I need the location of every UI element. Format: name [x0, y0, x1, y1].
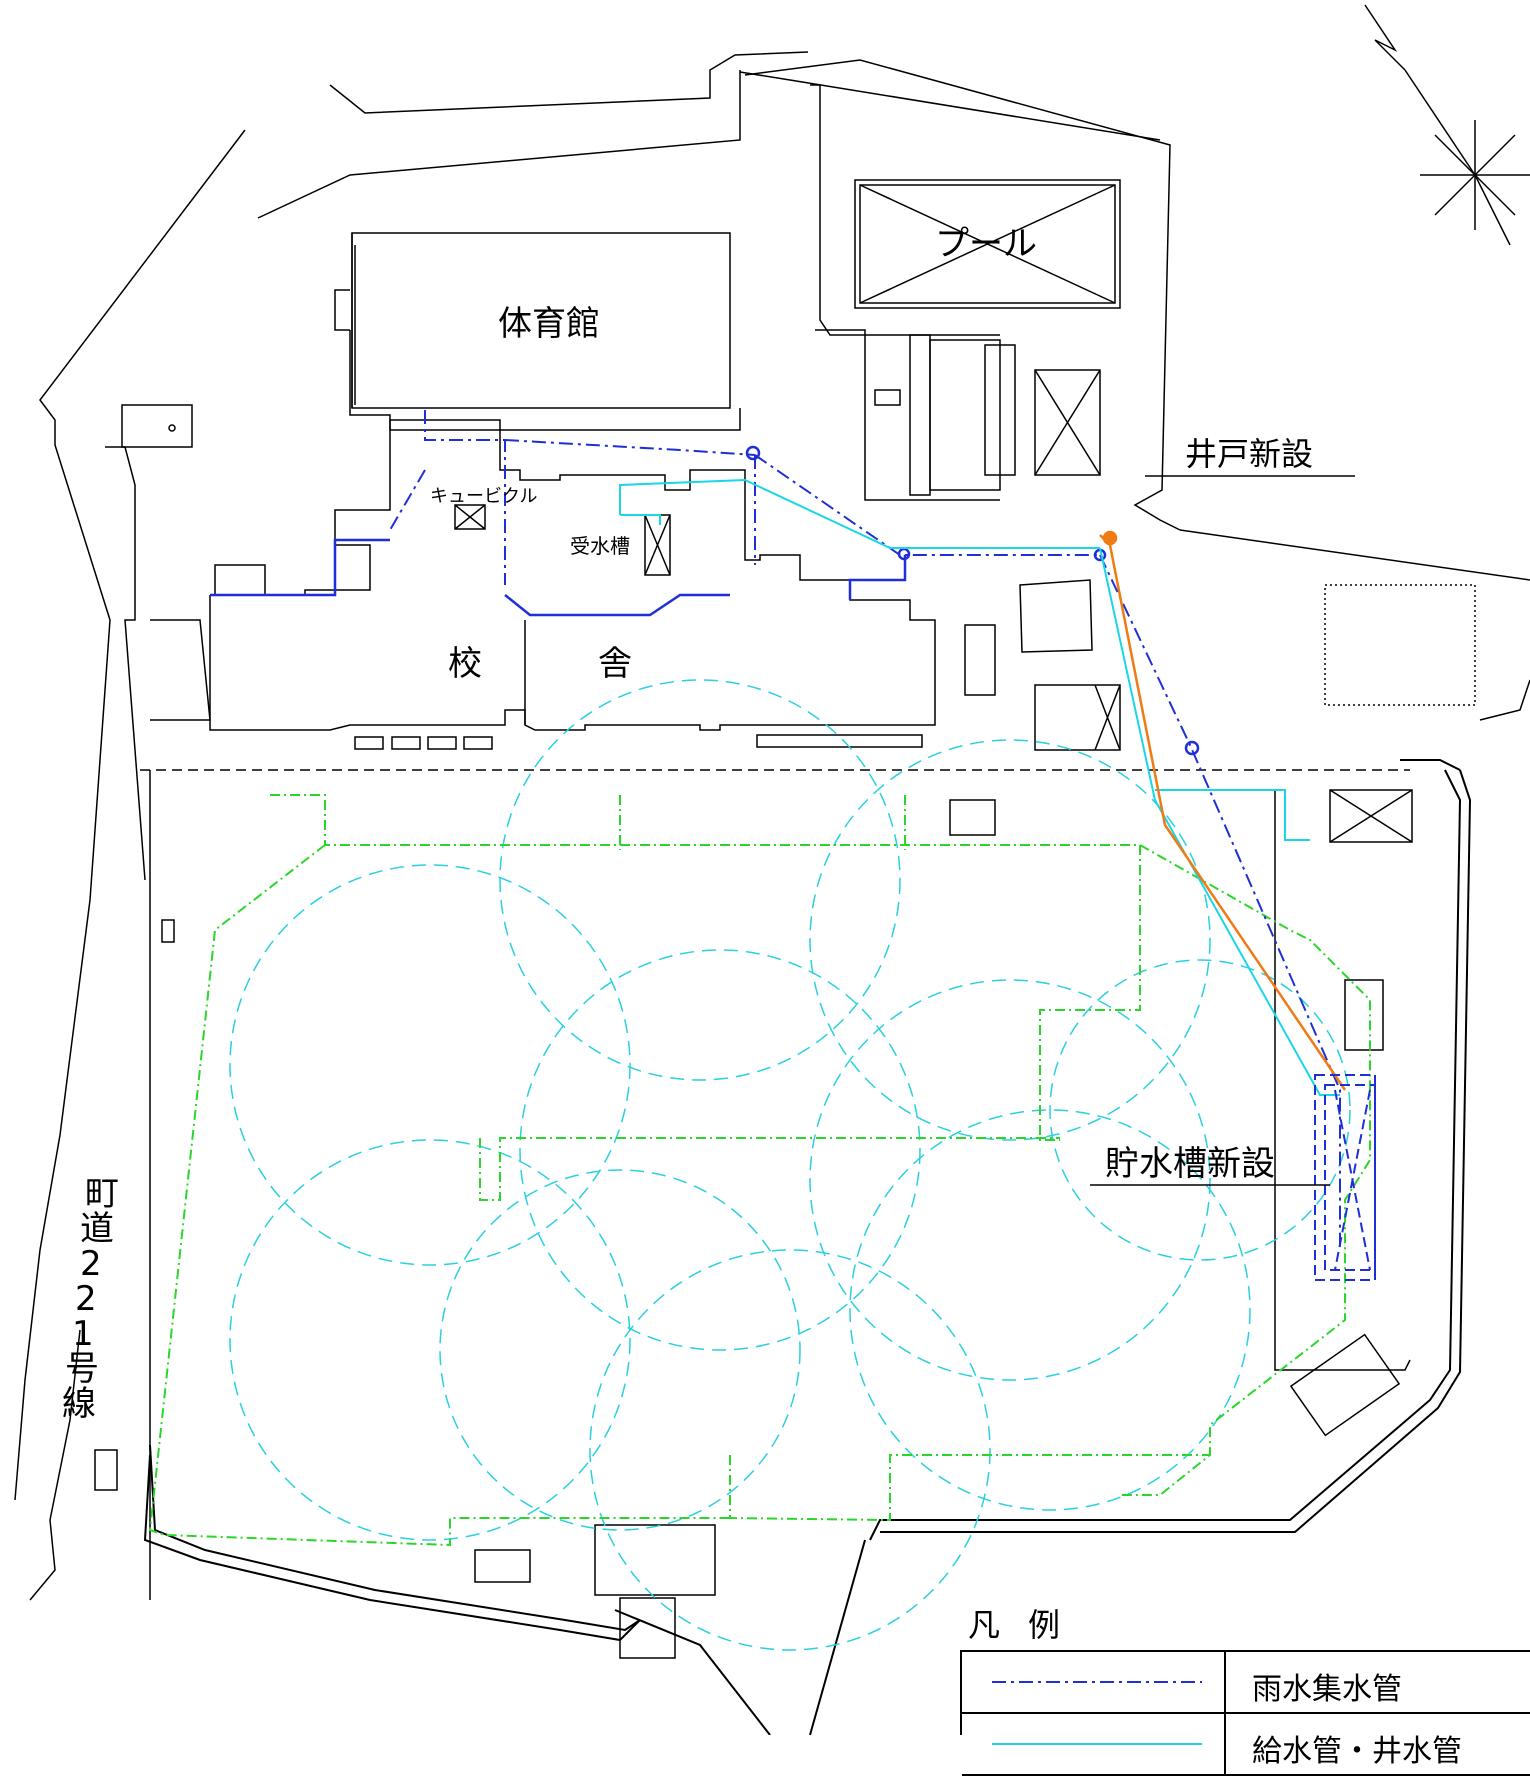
site-boundary — [14, 51, 1530, 1601]
legend-swatch-supply — [962, 1714, 1226, 1774]
road-char: 道 — [80, 1209, 114, 1249]
water-tank-label: 受水槽 — [570, 534, 630, 558]
rainwater-pipes-solid — [210, 445, 1200, 756]
legend-label-rain: 雨水集水管 — [1252, 1672, 1402, 1707]
site-plan: 体育館 プール 井戸新設 キュービクル 受水槽 校 舎 貯水槽新設 町 道 2 … — [14, 4, 1530, 1735]
legend-label-supply: 給水管・井水管 — [1252, 1734, 1462, 1769]
well-label: 井戸新設 — [1185, 435, 1313, 473]
rainwater-pipes — [389, 410, 1341, 1250]
legend-swatch-rain — [962, 1652, 1226, 1712]
road-char: 2 — [75, 1279, 97, 1319]
pool-building — [810, 84, 1121, 501]
west-annex — [94, 404, 211, 1491]
north-arrow-icon — [1364, 4, 1530, 246]
school-building — [140, 419, 1476, 771]
legend-row-rain: 雨水集水管 — [962, 1652, 1530, 1714]
gym-label: 体育館 — [498, 304, 600, 344]
legend-row-supply: 給水管・井水管 — [962, 1714, 1530, 1776]
pool-label: プール — [935, 224, 1037, 264]
road-char: 線 — [62, 1384, 96, 1424]
road-char: 1 — [72, 1314, 94, 1354]
solid-line-icon — [992, 1743, 1202, 1745]
storage-tank — [1314, 1074, 1376, 1281]
field-boundary — [149, 770, 1413, 1659]
sprinkler-lines — [148, 794, 1371, 1547]
sprinkler-spray-circles — [229, 679, 1351, 1651]
road-char: 2 — [80, 1244, 102, 1284]
school-label-b: 舎 — [598, 644, 632, 684]
road-label: 町 道 2 2 1 号 線 — [62, 1174, 119, 1424]
road-char: 号 — [65, 1349, 99, 1389]
school-label-a: 校 — [448, 644, 482, 684]
supply-pipes — [619, 478, 1340, 1096]
legend-table: 雨水集水管 給水管・井水管 — [960, 1650, 1530, 1776]
storage-label: 貯水槽新設 — [1105, 1144, 1275, 1184]
well-pipe — [1099, 530, 1347, 1091]
cubicle-label: キュービクル — [430, 486, 537, 507]
legend-title: 凡例 — [968, 1606, 1089, 1644]
dash-dot-line-icon — [992, 1681, 1202, 1683]
site-perimeter — [143, 759, 1472, 1735]
road-char: 町 — [85, 1174, 119, 1214]
